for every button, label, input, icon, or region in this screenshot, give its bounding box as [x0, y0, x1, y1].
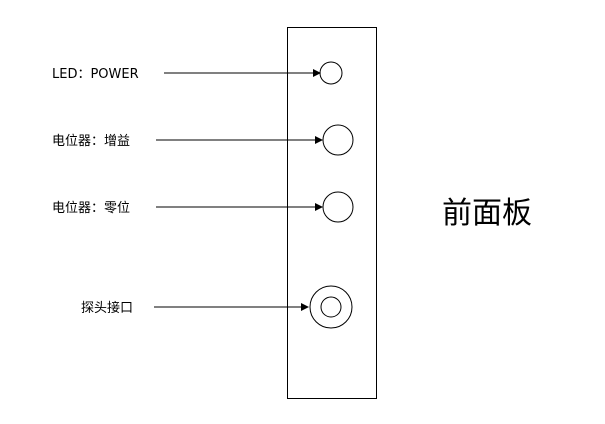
gain-potentiometer-knob: [322, 124, 354, 156]
panel-rectangle: [287, 27, 377, 399]
probe-connector-inner-ring: [320, 296, 342, 318]
label-led-power: LED：POWER: [52, 67, 139, 82]
zero-potentiometer-knob: [322, 191, 354, 223]
probe-connector-outer-ring: [309, 285, 353, 329]
panel-title: 前面板: [442, 196, 532, 231]
label-probe-connector: 探头接口: [81, 300, 133, 316]
label-gain-potentiometer: 电位器：增益: [52, 134, 130, 149]
label-zero-potentiometer: 电位器：零位: [52, 201, 130, 216]
led-power-indicator: [319, 61, 343, 85]
